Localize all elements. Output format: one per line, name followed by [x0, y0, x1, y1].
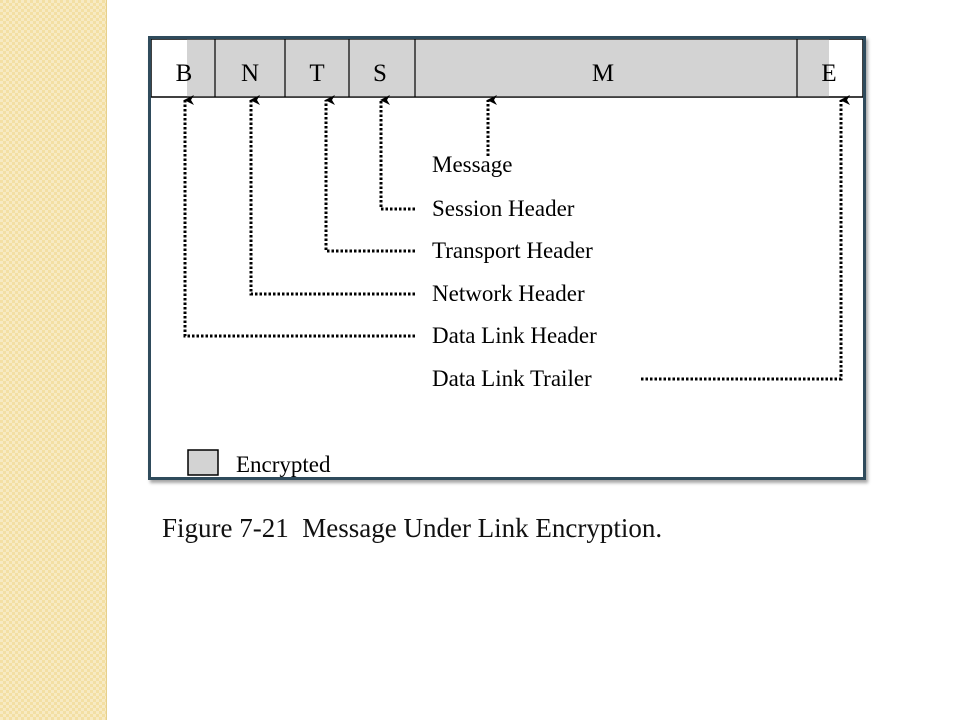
- figure-caption: Figure 7-21 Message Under Link Encryptio…: [162, 513, 663, 543]
- field-e-encrypted-area: [797, 39, 829, 97]
- field-s-encrypted-area: [349, 39, 415, 97]
- legend: Encrypted: [187, 449, 331, 477]
- field-t-encrypted-area: [285, 39, 349, 97]
- field-b-label: B: [176, 60, 193, 87]
- field-m-encrypted-area: [415, 39, 797, 97]
- session-header-label: Session Header: [432, 196, 575, 221]
- message-fields-row: B N T S M E: [150, 38, 864, 98]
- decorative-side-strip: [0, 0, 107, 720]
- network-header-label: Network Header: [432, 281, 585, 306]
- message-label: Message: [432, 152, 512, 177]
- field-t-label: T: [309, 60, 324, 87]
- field-n-label: N: [241, 60, 259, 87]
- figure-frame: B N T S M E Message Session Header Trans…: [148, 36, 866, 480]
- field-n-encrypted-area: [215, 39, 285, 97]
- header-labels: Message Session Header Transport Header …: [432, 152, 597, 391]
- field-connectors: [183, 95, 850, 381]
- field-b-encrypted-area: [187, 39, 215, 97]
- data-link-header-arrow: [183, 95, 415, 338]
- network-header-arrow: [249, 95, 415, 296]
- data-link-header-label: Data Link Header: [432, 323, 597, 348]
- data-link-trailer-label: Data Link Trailer: [432, 366, 592, 391]
- link-encryption-diagram: B N T S M E Message Session Header Trans…: [150, 38, 864, 477]
- data-link-trailer-arrow: [641, 95, 850, 381]
- legend-encrypted-label: Encrypted: [236, 452, 331, 477]
- legend-encrypted-swatch: [187, 449, 219, 476]
- field-s-label: S: [373, 60, 387, 87]
- transport-header-arrow: [324, 95, 415, 253]
- session-header-arrow: [379, 95, 415, 211]
- field-e-label: E: [821, 60, 836, 87]
- field-m-label: M: [592, 60, 614, 87]
- transport-header-label: Transport Header: [432, 238, 593, 263]
